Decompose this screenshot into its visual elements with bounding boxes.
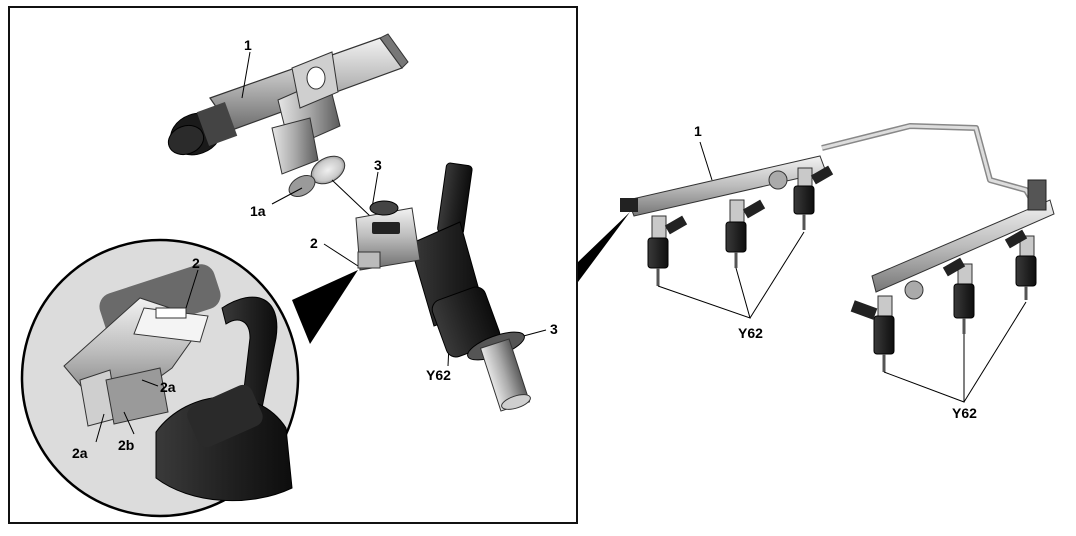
label-seal-lower: 3 (550, 321, 558, 337)
injector-right-3 (1004, 229, 1037, 300)
injector-right-1 (850, 295, 895, 372)
label-detail-tab-2a-lower: 2a (72, 445, 88, 461)
label-fuel-rail: 1 (244, 37, 252, 53)
label-injector: Y62 (426, 367, 451, 383)
injector-left-1 (647, 215, 688, 286)
exploded-view-frame: 1 1a 3 2 3 Y62 2 2a 2a 2b (8, 6, 578, 524)
exploded-view-illustration (20, 33, 547, 518)
fuel-rail-part (167, 33, 409, 197)
injector-right-2 (942, 257, 975, 334)
injector-left-3 (793, 165, 834, 230)
label-seal-upper: 3 (374, 157, 382, 173)
fuel-rail-right-bank (850, 179, 1055, 372)
injector-left-2 (725, 199, 766, 268)
label-assembly-fuel-rail: 1 (694, 123, 702, 139)
assembly-leader-lines (657, 141, 1027, 403)
label-detail-clip: 2 (192, 255, 200, 271)
label-detail-tab-2a-upper: 2a (160, 379, 176, 395)
label-rail-port: 1a (250, 203, 266, 219)
fuel-rail-left-bank (620, 155, 834, 286)
label-assembly-injectors-right: Y62 (952, 405, 977, 421)
label-detail-tab-2b: 2b (118, 437, 135, 453)
fuel-injector-part (355, 162, 531, 412)
label-retainer-clip: 2 (310, 235, 318, 251)
assembly-callout-wedge (578, 212, 630, 282)
detail-magnifier (20, 238, 300, 518)
detail-callout-wedge (292, 270, 358, 344)
label-assembly-injectors-left: Y62 (738, 325, 763, 341)
